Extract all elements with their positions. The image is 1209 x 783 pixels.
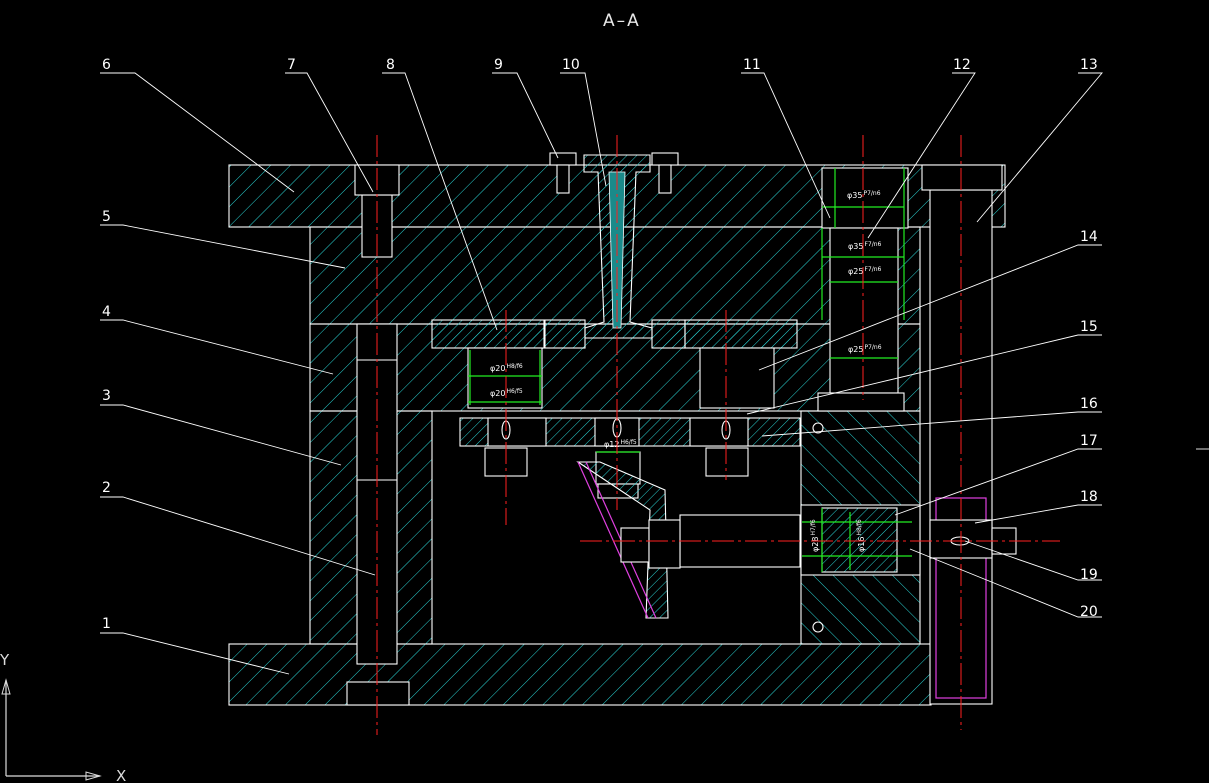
callout-9: 9 [494,57,503,73]
callout-20: 20 [1080,604,1098,620]
callout-1: 1 [102,616,111,632]
svg-text:φ20H6/f5: φ20H6/f5 [490,388,523,398]
svg-text:φ12H6/f5: φ12H6/f5 [604,439,637,449]
callout-19: 19 [1080,567,1098,583]
callout-17: 17 [1080,433,1098,449]
callout-5: 5 [102,209,111,225]
svg-text:φ20H8/f6: φ20H8/f6 [490,363,523,373]
callout-6: 6 [102,57,111,73]
part-callouts: 1 2 3 4 5 6 7 8 9 10 11 12 13 14 15 16 1… [100,57,1103,675]
guide-pillar-head [346,681,410,706]
callout-7: 7 [287,57,296,73]
svg-text:φ16H8/f6: φ16H8/f6 [856,519,866,552]
svg-text:φ25F7/n6: φ25F7/n6 [848,266,882,276]
locating-screws [549,152,679,194]
svg-text:φ35P7/n6: φ35P7/n6 [847,190,881,200]
dimension-texts: φ35P7/n6 φ35F7/n6 φ25F7/n6 φ25P7/n6 φ20H… [490,190,882,552]
callout-13: 13 [1080,57,1098,73]
callout-8: 8 [386,57,395,73]
bottom-clamp-plate [228,643,932,706]
mold-plates [228,164,1006,706]
ucs-icon: Y X [0,651,126,783]
callout-11: 11 [743,57,761,73]
svg-text:φ35F7/n6: φ35F7/n6 [848,241,882,251]
callout-4: 4 [102,304,111,320]
callout-14: 14 [1080,229,1098,245]
callout-10: 10 [562,57,580,73]
callout-16: 16 [1080,396,1098,412]
callout-12: 12 [953,57,971,73]
callout-3: 3 [102,388,111,404]
view-title: A–A [603,11,641,31]
callout-15: 15 [1080,319,1098,335]
svg-text:φ28H7/f6: φ28H7/f6 [810,519,820,552]
callout-18: 18 [1080,489,1098,505]
svg-text:φ25P7/n6: φ25P7/n6 [848,344,882,354]
core-pin [817,167,909,412]
dimension-lines [468,168,912,572]
ucs-y-label: Y [0,651,10,669]
ucs-x-label: X [116,767,126,783]
center-lines [376,135,1060,735]
callout-2: 2 [102,480,111,496]
